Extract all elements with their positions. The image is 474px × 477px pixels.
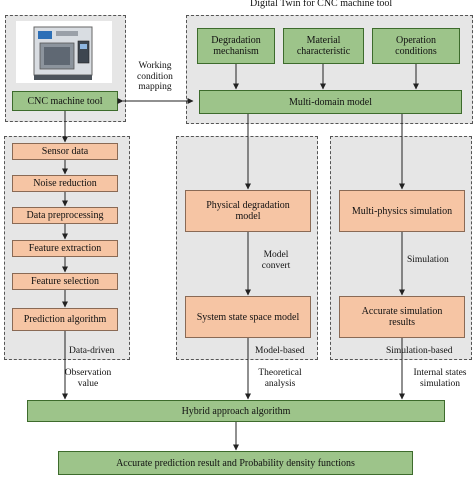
model-based-label: Model-based: [255, 346, 305, 356]
noise-reduction-box: Noise reduction: [12, 175, 118, 192]
feature-selection-box: Feature selection: [12, 273, 118, 290]
simulation-based-label: Simulation-based: [386, 346, 453, 356]
final-result-box: Accurate prediction result and Probabili…: [58, 451, 413, 475]
theoretical-analysis-label: Theoretical analysis: [258, 368, 302, 389]
data-driven-label: Data-driven: [69, 346, 115, 356]
cnc-machine-image: [16, 21, 112, 83]
hybrid-approach-algorithm-box: Hybrid approach algorithm: [27, 400, 445, 422]
internal-states-simulation-label: Internal states simulation: [413, 368, 467, 389]
simulation-label: Simulation: [407, 255, 449, 265]
system-state-space-model-box: System state space model: [185, 296, 311, 338]
feature-extraction-box: Feature extraction: [12, 240, 118, 257]
digital-twin-title: Digital Twin for CNC machine tool: [250, 0, 393, 9]
model-convert-label: Model convert: [261, 250, 291, 271]
multi-physics-simulation-box: Multi-physics simulation: [339, 190, 465, 232]
multi-domain-model-box: Multi-domain model: [199, 90, 462, 114]
sensor-data-box: Sensor data: [12, 143, 118, 160]
working-condition-mapping-label: Working condition mapping: [137, 61, 173, 92]
observation-value-label: Observation value: [64, 368, 112, 389]
prediction-algorithm-box: Prediction algorithm: [12, 308, 118, 331]
data-preprocessing-box: Data preprocessing: [12, 207, 118, 224]
cnc-machine-tool-box: CNC machine tool: [12, 91, 118, 111]
